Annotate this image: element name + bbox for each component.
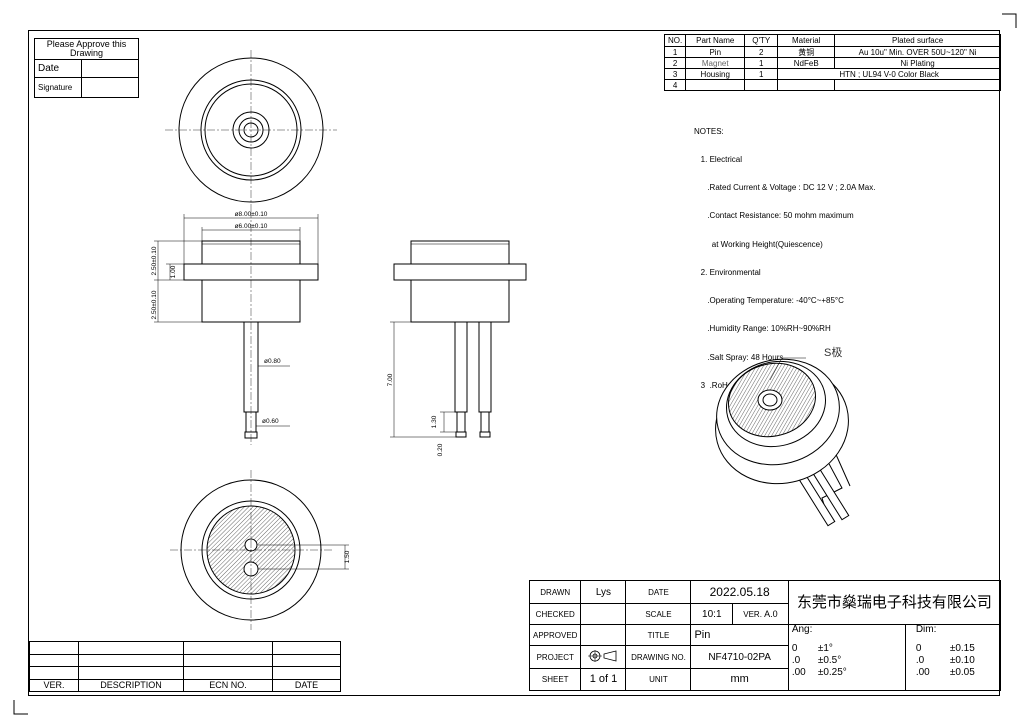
ang-precision: .0 (791, 655, 801, 666)
dim-pin-step: 0.20 (437, 443, 444, 456)
dim-pin-diameter-1: ø0.80 (264, 358, 281, 365)
dim-precision: 0 (915, 643, 922, 654)
title-block: DRAWN Lys DATE 2022.05.18 东莞市燊瑞电子科技有限公司 … (528, 580, 1002, 691)
bottom-view: 1.50 (170, 470, 351, 630)
unit-label: UNIT (625, 668, 692, 691)
table-row: 4 (663, 79, 1001, 91)
dim-pin-pitch: 1.50 (344, 550, 351, 563)
bom-table: NO. Part Name Q'TY Material Plated surfa… (663, 34, 1001, 91)
table-row: 2 Magnet 1 NdFeB Ni Plating (663, 57, 1001, 69)
note-line: .Rated Current & Voltage : DC 12 V ; 2.0… (694, 183, 876, 193)
drawing-frame (28, 30, 1000, 696)
title-label: TITLE (625, 624, 692, 646)
front-view: ø8.00±0.10 ø6.00±0.10 2.50±0.10 2.50±0.1… (151, 210, 319, 445)
company-name: 东莞市燊瑞电子科技有限公司 (787, 580, 1002, 625)
dim-tolerance-cell: Dim: 0 ±0.15 .0 ±0.10 .00 ±0.05 (904, 624, 1002, 691)
note-line: 2. Environmental (694, 267, 761, 277)
dim-tolerance-label: Dim: (915, 624, 937, 635)
revision-ecn-label: ECN NO. (183, 679, 273, 692)
dim-precision: .00 (915, 667, 930, 678)
bom-cell-material (777, 79, 836, 91)
dim-tolerance: ±0.05 (949, 667, 975, 678)
ang-tolerance: ±0.5° (817, 655, 842, 666)
dim-outer-diameter: ø8.00±0.10 (235, 211, 268, 218)
note-line: at Working Height(Quiescence) (694, 239, 823, 249)
note-line: NOTES: (694, 126, 724, 136)
angle-tolerance-cell: Ang: 0 ±1° .0 ±0.5° .00 ±0.25° (787, 624, 906, 691)
date-value: 2022.05.18 (690, 580, 789, 604)
dim-inner-diameter: ø6.00±0.10 (235, 223, 268, 230)
dim-pin-length: 7.00 (387, 373, 394, 386)
dim-precision: .0 (915, 655, 925, 666)
approve-box: Please Approve this Drawing Date Signatu… (34, 38, 139, 98)
ver-cell: VER. A.0 (732, 603, 789, 625)
dim-flange-height: 1.00 (170, 265, 177, 278)
table-row: 3 Housing 1 HTN ; UL94 V-0 Color Black (663, 68, 1001, 80)
dim-pin-diameter-2: ø0.60 (262, 418, 279, 425)
sheet-value: 1 of 1 (580, 668, 627, 691)
top-view (165, 50, 337, 210)
note-line: .Operating Temperature: -40°C~+85°C (694, 296, 844, 306)
note-line: 1. Electrical (694, 155, 743, 165)
revision-ver-label: VER. (29, 679, 79, 692)
scale-label: SCALE (625, 603, 692, 625)
ang-precision: .00 (791, 667, 806, 678)
drawing-no-label: DRAWING NO. (625, 645, 692, 669)
approved-label: APPROVED (528, 624, 582, 646)
revision-date-label: DATE (272, 679, 341, 692)
approved-value[interactable] (580, 624, 627, 646)
dim-tolerance: ±0.10 (949, 655, 975, 666)
dim-body-height: 2.50±0.10 (151, 290, 158, 319)
s-pole-label: S极 (824, 345, 842, 359)
checked-value[interactable] (580, 603, 627, 625)
drawing-no-value: NF4710-02PA (690, 645, 789, 669)
title-value: Pin (690, 624, 789, 646)
angle-tolerance-label: Ang: (791, 624, 813, 635)
revision-description-label: DESCRIPTION (78, 679, 184, 692)
projection-symbol-icon (580, 645, 627, 669)
drawn-label: DRAWN (528, 580, 582, 604)
isometric-view: S极 (715, 345, 851, 527)
bom-cell-plating (834, 79, 1001, 91)
revision-block: VER. DESCRIPTION ECN NO. DATE (29, 641, 341, 692)
ang-tolerance: ±0.25° (817, 667, 847, 678)
approve-signature-value[interactable] (81, 77, 139, 98)
dim-pin-tip: 1.30 (431, 415, 438, 428)
side-view: 7.00 1.30 0.20 (387, 240, 527, 456)
ang-tolerance: ±1° (817, 643, 833, 654)
note-line: .Salt Spray: 48 Hours (694, 352, 784, 362)
scale-value: 10:1 (690, 603, 734, 625)
dim-tolerance: ±0.15 (949, 643, 975, 654)
ang-precision: 0 (791, 643, 798, 654)
unit-value: mm (690, 668, 789, 691)
sheet-label: SHEET (528, 668, 582, 691)
note-line: .Humidity Range: 10%RH~90%RH (694, 324, 831, 334)
project-label: PROJECT (528, 645, 582, 669)
revision-header-row: VER. DESCRIPTION ECN NO. DATE (29, 679, 341, 692)
ver-label: VER. (743, 609, 762, 619)
note-line: .Contact Resistance: 50 mohm maximum (694, 211, 854, 221)
ver-value: A.0 (764, 608, 778, 619)
dim-top-height: 2.50±0.10 (151, 246, 158, 275)
checked-label: CHECKED (528, 603, 582, 625)
date-label: DATE (625, 580, 692, 604)
bom-cell-no: 4 (663, 79, 687, 91)
drawn-by-value: Lys (580, 580, 627, 604)
